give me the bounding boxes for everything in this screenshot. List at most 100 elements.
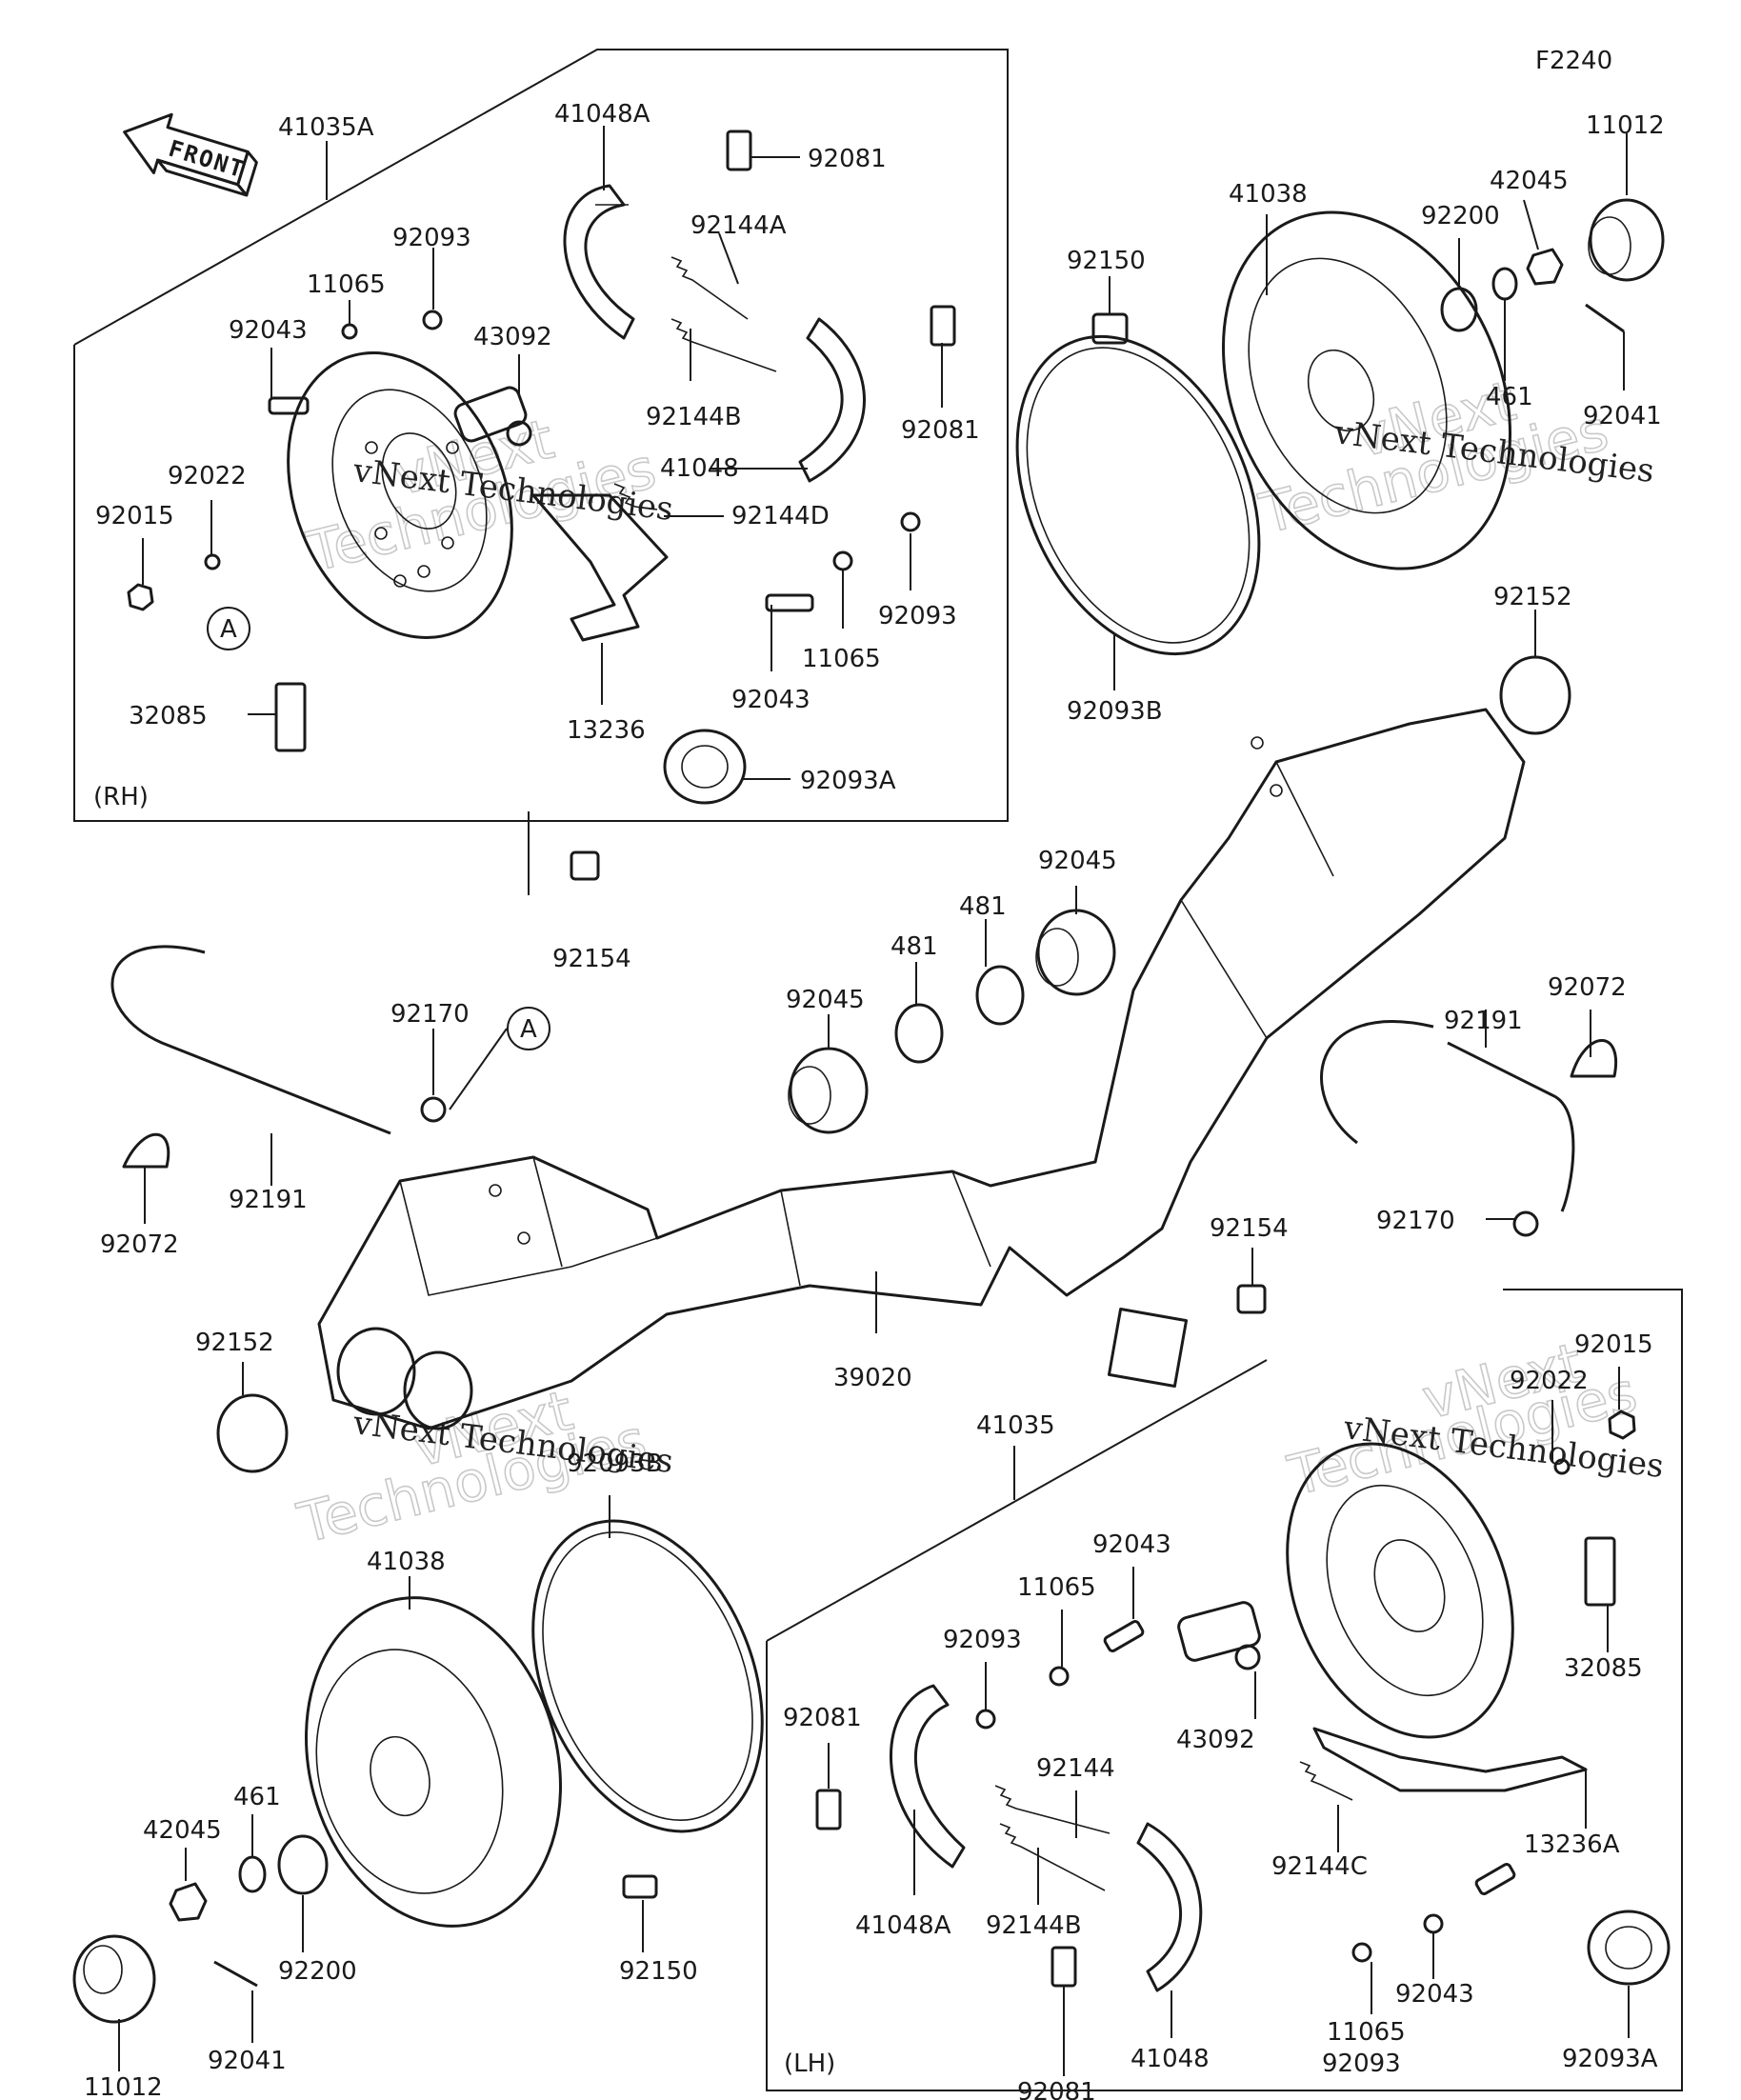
rh-springs bbox=[613, 256, 777, 510]
label-92081-lh-1: 92081 bbox=[783, 1704, 862, 1732]
label-92093-rh-2: 92093 bbox=[878, 602, 957, 630]
lh-springs bbox=[994, 1761, 1353, 1891]
label-92093A-rh: 92093A bbox=[800, 767, 896, 795]
figure-code: F2240 bbox=[1535, 47, 1612, 75]
callout-a-1: A bbox=[207, 607, 250, 650]
label-92093-lh-2: 92093 bbox=[1322, 2050, 1401, 2078]
callout-a-2-label: A bbox=[520, 1015, 537, 1044]
label-92081-lh-2: 92081 bbox=[1017, 2078, 1096, 2100]
label-92154-top: 92154 bbox=[552, 945, 631, 973]
label-92191-r: 92191 bbox=[1444, 1007, 1523, 1035]
lh-brake-shoe-a bbox=[889, 1684, 966, 1869]
label-92041-l: 92041 bbox=[208, 2047, 287, 2075]
right-drum-seal-ring bbox=[1015, 334, 1261, 656]
breather-hose-right bbox=[1320, 1020, 1618, 1237]
label-11065-rh-1: 11065 bbox=[307, 270, 386, 299]
axle-housing bbox=[317, 708, 1526, 1430]
label-92015-lh: 92015 bbox=[1574, 1330, 1653, 1359]
left-brake-drum bbox=[305, 1596, 562, 1928]
label-13236A: 13236A bbox=[1524, 1830, 1620, 1859]
label-13236: 13236 bbox=[567, 716, 646, 745]
label-92150-l: 92150 bbox=[619, 1957, 698, 1986]
bushing-92152-left bbox=[216, 1393, 289, 1473]
label-92072-r: 92072 bbox=[1548, 973, 1627, 1002]
label-92081-rh-2: 92081 bbox=[901, 416, 980, 445]
label-92093B-r: 92093B bbox=[1067, 697, 1163, 726]
label-41035A: 41035A bbox=[278, 113, 374, 142]
label-92200-l: 92200 bbox=[278, 1957, 357, 1986]
label-41038-r: 41038 bbox=[1229, 180, 1308, 209]
label-41048A-lh: 41048A bbox=[855, 1911, 951, 1940]
left-drum-seal-ring bbox=[531, 1519, 764, 1833]
label-43092-lh: 43092 bbox=[1176, 1726, 1255, 1754]
label-92081-rh-1: 92081 bbox=[808, 145, 887, 173]
label-41048-rh: 41048 bbox=[660, 454, 739, 483]
label-41048A-rh: 41048A bbox=[554, 100, 650, 129]
label-92144C: 92144C bbox=[1271, 1852, 1368, 1881]
label-92043-lh-2: 92043 bbox=[1395, 1980, 1474, 2009]
label-41038-l: 41038 bbox=[367, 1548, 446, 1576]
label-92154-mid: 92154 bbox=[1210, 1214, 1289, 1243]
bolts-92154 bbox=[570, 850, 1267, 1314]
label-481-a: 481 bbox=[959, 892, 1007, 921]
label-92022-rh: 92022 bbox=[168, 462, 247, 490]
label-92015-rh: 92015 bbox=[95, 502, 174, 530]
label-92093-lh-1: 92093 bbox=[943, 1626, 1022, 1654]
lh-backing-plate bbox=[1286, 1442, 1514, 1739]
label-92093-rh-1: 92093 bbox=[392, 224, 471, 252]
label-92144: 92144 bbox=[1036, 1754, 1115, 1783]
rh-wheel-cylinder bbox=[453, 386, 532, 447]
rh-brake-frame bbox=[73, 49, 1009, 822]
label-92152-l: 92152 bbox=[195, 1329, 274, 1357]
label-481-b: 481 bbox=[891, 932, 938, 961]
label-92093B-l: 92093B bbox=[567, 1450, 663, 1478]
watermark: vNext Technologies vNext Technologies vN… bbox=[290, 368, 1666, 1557]
label-92144A: 92144A bbox=[690, 211, 787, 240]
label-39020: 39020 bbox=[833, 1364, 912, 1392]
callout-a-1-label: A bbox=[220, 615, 237, 644]
label-92045-r: 92045 bbox=[1038, 847, 1117, 875]
label-92170-l: 92170 bbox=[390, 1000, 470, 1029]
label-92043-lh-1: 92043 bbox=[1092, 1530, 1171, 1559]
label-92072-l: 92072 bbox=[100, 1230, 179, 1259]
label-41035: 41035 bbox=[976, 1411, 1055, 1440]
label-41048-lh: 41048 bbox=[1131, 2045, 1210, 2073]
lh-small-hardware bbox=[975, 1410, 1671, 1986]
label-92093A-lh: 92093A bbox=[1562, 2045, 1658, 2073]
front-arrow-icon: FRONT bbox=[123, 112, 258, 197]
group-lh-label: (LH) bbox=[784, 2050, 835, 2078]
label-42045-l: 42045 bbox=[143, 1816, 222, 1845]
label-92144B-rh: 92144B bbox=[646, 403, 742, 431]
rh-brake-shoe-b bbox=[798, 317, 866, 483]
label-11065-rh-2: 11065 bbox=[802, 645, 881, 673]
label-461-r: 461 bbox=[1486, 383, 1533, 411]
label-92152-r: 92152 bbox=[1493, 583, 1572, 611]
label-92200-r: 92200 bbox=[1421, 202, 1500, 230]
label-11012-r: 11012 bbox=[1586, 111, 1665, 140]
rh-brake-shoe-a bbox=[563, 184, 635, 340]
label-92144B-lh: 92144B bbox=[986, 1911, 1082, 1940]
lh-brake-shoe-b bbox=[1136, 1822, 1203, 1992]
label-11065-lh-1: 11065 bbox=[1017, 1573, 1096, 1602]
label-92041-r: 92041 bbox=[1583, 402, 1662, 430]
right-brake-drum bbox=[1222, 210, 1511, 570]
label-92043-rh-1: 92043 bbox=[229, 316, 308, 345]
breather-hose-left bbox=[110, 945, 447, 1169]
label-92144D: 92144D bbox=[731, 502, 830, 530]
lh-wheel-cylinder bbox=[1177, 1601, 1261, 1670]
lh-brake-frame bbox=[766, 1289, 1683, 2091]
label-11012-l: 11012 bbox=[84, 2073, 163, 2100]
part-labels: F2240 (RH) (LH) 41035A 41048A 92081 9214… bbox=[84, 47, 1665, 2100]
rh-backing-plate bbox=[287, 350, 513, 640]
label-92045-l: 92045 bbox=[786, 986, 865, 1014]
label-92043-rh-2: 92043 bbox=[731, 686, 810, 714]
leader-lines bbox=[118, 126, 1630, 2076]
right-hub-parts bbox=[1091, 198, 1665, 345]
label-42045-r: 42045 bbox=[1490, 167, 1569, 195]
label-92170-r: 92170 bbox=[1376, 1207, 1455, 1235]
left-hub-parts bbox=[72, 1834, 658, 2024]
group-rh-label: (RH) bbox=[93, 783, 149, 811]
label-32085-rh: 32085 bbox=[129, 702, 208, 730]
label-92022-lh: 92022 bbox=[1510, 1367, 1589, 1395]
